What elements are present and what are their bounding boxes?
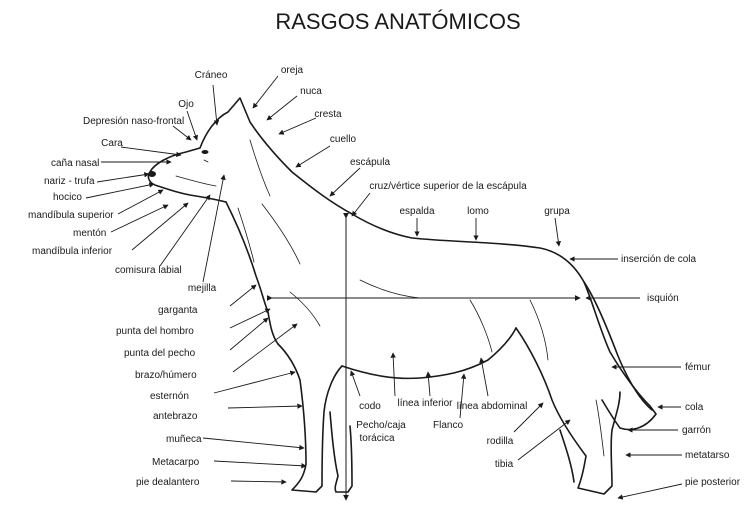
dog-front-leg-near xyxy=(277,343,343,493)
label-insercion-cola: inserción de cola xyxy=(621,254,696,265)
leader-linea-abdominal xyxy=(479,357,489,397)
dog-topline xyxy=(149,97,657,431)
label-flanco: Flanco xyxy=(433,420,463,431)
leader-cara xyxy=(120,146,182,158)
leader-flanco xyxy=(459,373,467,419)
anatomy-labels: Cráneo oreja nuca Ojo Depresión naso-fro… xyxy=(28,65,741,488)
label-pecho-caja-2: torácica xyxy=(359,433,394,444)
label-punta-hombro: punta del hombro xyxy=(116,326,194,337)
leader-comisura xyxy=(159,194,211,267)
label-nariz: nariz - trufa xyxy=(44,176,95,187)
label-hocico: hocico xyxy=(53,192,82,203)
label-femur: fémur xyxy=(685,362,711,373)
leader-esternon xyxy=(213,370,296,394)
label-escapula: escápula xyxy=(350,157,390,168)
dog-tail xyxy=(583,281,653,411)
dog-illustration xyxy=(147,97,657,495)
diagram-title: RASGOS ANATÓMICOS xyxy=(275,9,520,34)
measurement-lines xyxy=(266,212,581,501)
label-comisura: comisura labial xyxy=(115,265,182,276)
leader-metacarpo xyxy=(213,460,307,469)
label-grupa: grupa xyxy=(544,206,570,217)
dog-muzzle xyxy=(147,171,227,203)
label-codo: codo xyxy=(359,401,381,412)
leader-depresion xyxy=(172,125,192,141)
leader-hocico xyxy=(85,182,155,199)
label-punta-pecho: punta del pecho xyxy=(124,348,196,359)
leader-tibia xyxy=(517,419,571,461)
dog-shading xyxy=(175,139,605,457)
label-oreja: oreja xyxy=(281,65,304,76)
leader-codo xyxy=(350,370,361,397)
leader-linea-inferior xyxy=(425,371,432,397)
leader-cuello xyxy=(295,145,331,168)
label-rodilla: rodilla xyxy=(487,436,514,447)
label-garron: garrón xyxy=(682,425,711,436)
label-menton: mentón xyxy=(73,228,106,239)
dog-hind-leg-near xyxy=(515,327,621,495)
label-isquion: isquión xyxy=(647,293,679,304)
dog-front-leg-far xyxy=(329,411,353,493)
leader-pie-delantero xyxy=(230,479,287,485)
leader-brazo xyxy=(232,323,298,373)
label-lomo: lomo xyxy=(467,206,489,217)
label-linea-inferior: línea inferior xyxy=(397,398,453,409)
dog-nose xyxy=(148,171,156,177)
leader-craneo xyxy=(212,84,220,126)
leader-ojo xyxy=(186,110,199,141)
leader-antebrazo xyxy=(227,403,303,409)
label-garganta: garganta xyxy=(158,305,198,316)
label-tibia: tibia xyxy=(495,459,514,470)
dog-throat xyxy=(225,201,279,345)
label-pie-posterior: pie posterior xyxy=(685,477,741,488)
leader-oreja xyxy=(252,75,279,109)
label-linea-abdominal: línea abdominal xyxy=(457,401,528,412)
label-pecho-caja-1: Pecho/caja xyxy=(356,420,406,431)
label-metatarso: metatarso xyxy=(685,450,730,461)
leader-nuca xyxy=(266,95,298,121)
leader-punta-hombro xyxy=(229,308,271,329)
label-craneo: Cráneo xyxy=(195,70,228,81)
leader-rodilla xyxy=(513,402,544,433)
leader-cresta xyxy=(278,117,317,135)
leader-garganta xyxy=(229,284,257,307)
label-metacarpo: Metacarpo xyxy=(152,457,200,468)
label-mandibula-inferior: mandíbula inferior xyxy=(32,246,113,257)
label-cola: cola xyxy=(685,402,704,413)
label-cresta: cresta xyxy=(314,109,342,120)
leader-escapula xyxy=(329,167,361,197)
leader-grupa xyxy=(554,217,562,247)
label-espalda: espalda xyxy=(399,206,434,217)
leader-punta-pecho xyxy=(229,317,269,351)
leader-mejilla xyxy=(202,174,226,283)
leader-nariz xyxy=(96,172,150,183)
leader-pecho-caja xyxy=(390,352,396,397)
label-esternon: esternón xyxy=(150,391,189,402)
label-cuello: cuello xyxy=(330,134,357,145)
leader-cruz xyxy=(351,192,371,217)
label-brazo: brazo/húmero xyxy=(135,370,197,381)
label-cruz: cruz/vértice superior de la escápula xyxy=(369,181,527,192)
label-cana-nasal: caña nasal xyxy=(51,158,99,169)
label-muneca: muñeca xyxy=(166,434,202,445)
label-depresion: Depresión naso-frontal xyxy=(83,116,184,127)
leader-mandibula-superior xyxy=(117,189,164,215)
label-nuca: nuca xyxy=(300,86,322,97)
leader-mandibula-inferior xyxy=(131,202,189,251)
label-ojo: Ojo xyxy=(178,99,194,110)
label-cara: Cara xyxy=(101,138,123,149)
dog-underline xyxy=(341,327,517,380)
label-mejilla: mejilla xyxy=(188,283,217,294)
label-antebrazo: antebrazo xyxy=(153,411,198,422)
label-mandibula-superior: mandíbula superior xyxy=(28,210,114,221)
leader-muneca xyxy=(202,437,305,451)
dog-hind-leg-far xyxy=(559,429,575,483)
label-pie-delantero: pie dealantero xyxy=(136,477,200,488)
leader-menton xyxy=(110,204,169,233)
leader-pie-posterior xyxy=(617,483,683,500)
leader-lines xyxy=(85,75,683,500)
dog-eye xyxy=(201,150,209,154)
